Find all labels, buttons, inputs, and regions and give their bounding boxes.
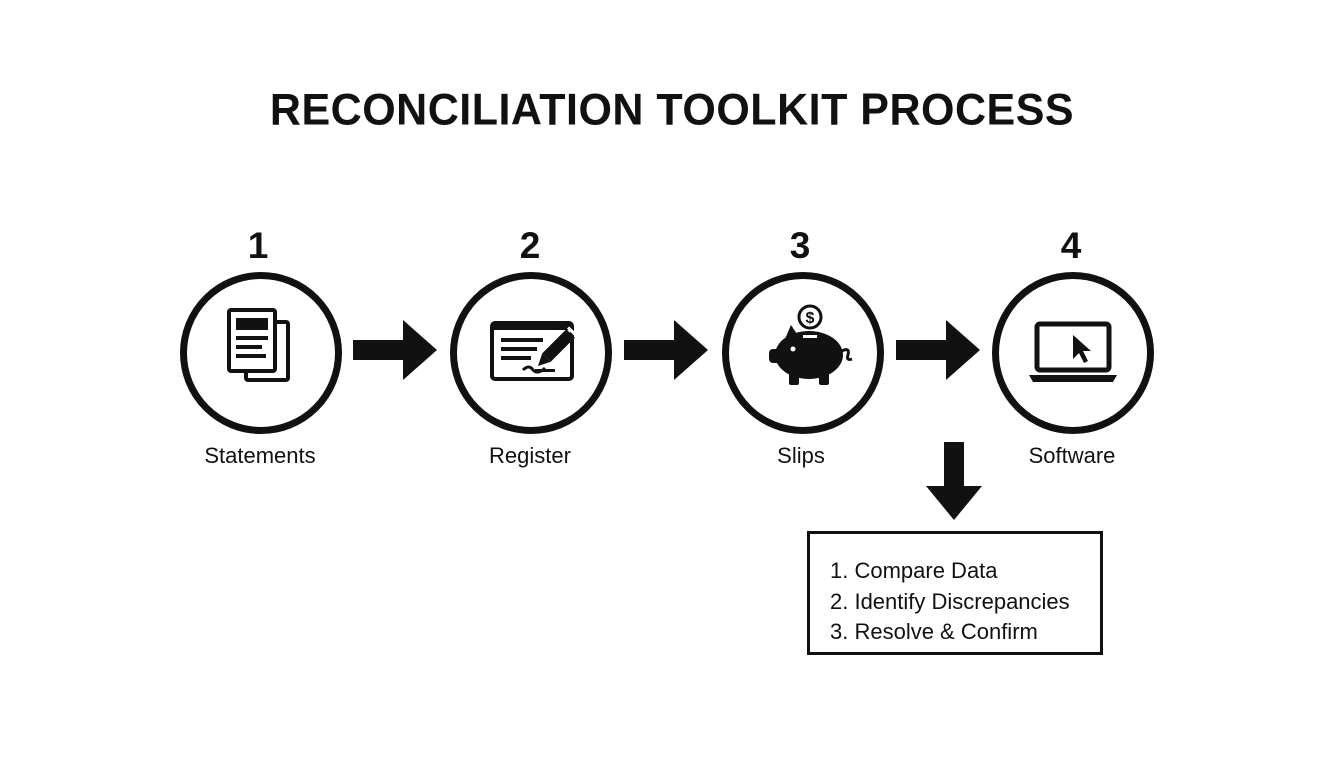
svg-text:$: $: [806, 310, 815, 327]
arrow-down-icon: [926, 442, 982, 520]
laptop-cursor-icon: [1029, 321, 1117, 382]
step-4-label: Software: [1028, 443, 1116, 468]
step-1-number: 1: [247, 225, 269, 266]
step-4-number: 4: [1060, 225, 1082, 266]
step-2-circle: [450, 272, 612, 434]
step-2-label: Register: [489, 443, 571, 468]
arrow-right-icon: [624, 320, 708, 380]
step-3-number: 3: [789, 225, 811, 266]
diagram-title: RECONCILIATION TOOLKIT PROCESS: [269, 85, 1075, 135]
step-3-circle: $: [722, 272, 884, 434]
substep-compare-data: 1. Compare Data: [830, 558, 998, 583]
step-2-number: 2: [519, 225, 541, 266]
substeps-list: 1. Compare Data 2. Identify Discrepancie…: [830, 556, 1070, 648]
substep-resolve-confirm: 3. Resolve & Confirm: [830, 619, 1038, 644]
substep-identify-discrepancies: 2. Identify Discrepancies: [830, 588, 1070, 614]
arrow-right-icon: [353, 320, 437, 380]
step-3-label: Slips: [777, 443, 825, 468]
step-4-circle: [992, 272, 1154, 434]
step-1-label: Statements: [204, 443, 316, 468]
step-1-circle: [180, 272, 342, 434]
arrow-right-icon: [896, 320, 980, 380]
substeps-box: 1. Compare Data 2. Identify Discrepancie…: [807, 531, 1103, 655]
piggy-bank-icon: $: [769, 304, 853, 385]
check-register-icon: [490, 321, 578, 381]
documents-icon: [227, 308, 290, 382]
